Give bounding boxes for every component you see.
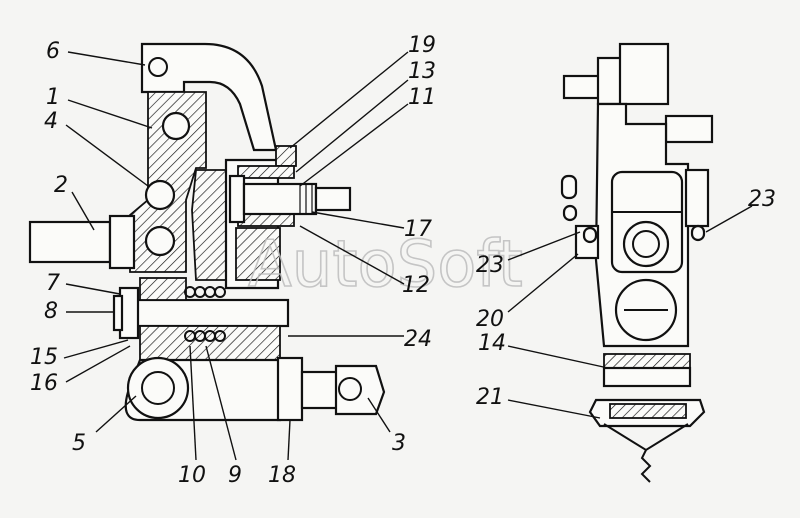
callout-16: 16 bbox=[30, 371, 58, 396]
pin-hole-4 bbox=[144, 179, 176, 211]
top-arm-left bbox=[562, 74, 602, 100]
callout-6: 6 bbox=[46, 39, 60, 64]
bolt-shank bbox=[242, 182, 318, 216]
callout-1: 1 bbox=[46, 85, 60, 110]
seal-19 bbox=[275, 145, 297, 167]
spring-housing bbox=[139, 277, 187, 301]
callout-19: 19 bbox=[408, 33, 436, 58]
callout-12: 12 bbox=[402, 273, 430, 298]
callout-20: 20 bbox=[476, 307, 504, 332]
callout-3: 3 bbox=[392, 431, 406, 456]
cotter-pin-2 bbox=[562, 204, 578, 222]
bracket-hole bbox=[148, 57, 168, 77]
bolt-tip bbox=[314, 186, 352, 212]
callout-4: 4 bbox=[44, 109, 58, 134]
plate-14-base bbox=[602, 366, 692, 388]
callout-15: 15 bbox=[30, 345, 58, 370]
callout-5: 5 bbox=[72, 431, 86, 456]
top-bracket bbox=[140, 42, 278, 152]
left-sectional-view bbox=[28, 42, 386, 422]
callout-21: 21 bbox=[476, 385, 504, 410]
rod-3 bbox=[300, 370, 340, 410]
callout-8: 8 bbox=[44, 299, 58, 324]
top-cap bbox=[618, 42, 670, 106]
cotter-pin-3 bbox=[582, 226, 598, 244]
plate-14 bbox=[603, 353, 691, 369]
callout-23-right: 23 bbox=[748, 187, 776, 212]
round-boss bbox=[622, 220, 670, 268]
rod-2-collar bbox=[108, 214, 136, 270]
washer-8 bbox=[112, 294, 124, 332]
callout-2: 2 bbox=[54, 173, 68, 198]
leader-lines bbox=[63, 51, 753, 461]
bushing-lower bbox=[237, 213, 295, 227]
callout-17: 17 bbox=[404, 217, 432, 242]
callout-14: 14 bbox=[478, 331, 506, 356]
lever bbox=[191, 169, 231, 281]
callout-9: 9 bbox=[228, 463, 242, 488]
eye-5 bbox=[126, 356, 190, 420]
callout-11: 11 bbox=[408, 85, 436, 110]
watermark: AutoSoft bbox=[248, 228, 523, 302]
callout-7: 7 bbox=[46, 271, 60, 296]
callout-10: 10 bbox=[178, 463, 206, 488]
callout-13: 13 bbox=[408, 59, 436, 84]
side-lug-right bbox=[684, 168, 710, 228]
callout-23-left: 23 bbox=[476, 253, 504, 278]
pin-hole-lower bbox=[144, 225, 176, 257]
nut-18 bbox=[276, 356, 304, 422]
callout-18: 18 bbox=[268, 463, 296, 488]
chain bbox=[603, 423, 689, 483]
housing-lower-block bbox=[235, 227, 281, 281]
cotter-pin-4 bbox=[690, 224, 706, 242]
top-arm-right bbox=[664, 114, 714, 144]
callout-labels: 6 1 4 2 7 8 15 16 5 10 9 18 3 24 12 17 1… bbox=[30, 33, 776, 488]
pin-hole-1 bbox=[161, 111, 191, 141]
callout-24: 24 bbox=[404, 327, 432, 352]
rod-2 bbox=[28, 220, 112, 264]
spring-9 bbox=[184, 286, 226, 342]
shaft-24 bbox=[126, 298, 290, 328]
bushing-upper bbox=[237, 165, 295, 179]
bolt-head bbox=[228, 174, 246, 224]
right-front-view bbox=[560, 42, 714, 483]
cotter-pin-1 bbox=[560, 174, 578, 200]
main-body bbox=[129, 91, 207, 273]
